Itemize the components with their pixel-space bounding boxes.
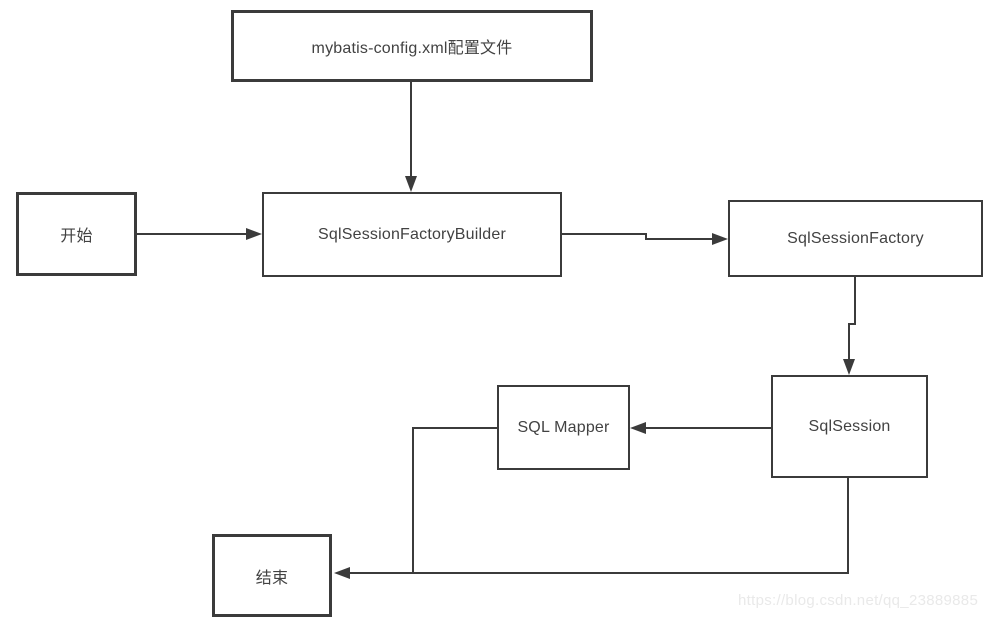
arrowhead-into-factory: [712, 233, 728, 245]
arrowhead-into-mapper: [630, 422, 646, 434]
node-sqlsessionfactorybuilder: SqlSessionFactoryBuilder: [262, 192, 562, 277]
edge-builder-to-factory: [562, 233, 716, 240]
node-label: SqlSessionFactory: [787, 229, 924, 247]
node-sqlsession: SqlSession: [771, 375, 928, 478]
arrowhead-into-builder-left: [246, 228, 262, 240]
node-end: 结束: [212, 534, 332, 617]
watermark: https://blog.csdn.net/qq_23889885: [738, 592, 979, 609]
node-label: SqlSession: [808, 417, 891, 435]
node-sqlsessionfactory: SqlSessionFactory: [728, 200, 983, 277]
edge-mapper-to-junction: [412, 427, 497, 574]
arrowhead-into-session: [843, 359, 855, 375]
node-mybatis-config-file: mybatis-config.xml配置文件: [231, 10, 593, 82]
node-sql-mapper: SQL Mapper: [497, 385, 630, 470]
node-label: SqlSessionFactoryBuilder: [318, 225, 506, 243]
node-label: 开始: [60, 228, 93, 245]
arrowhead-into-end: [334, 567, 350, 579]
arrowhead-into-builder-top: [405, 176, 417, 192]
node-label: mybatis-config.xml配置文件: [311, 40, 513, 57]
node-label: SQL Mapper: [517, 418, 610, 436]
edge-session-to-end: [348, 478, 849, 574]
node-label: 结束: [255, 569, 289, 587]
node-start: 开始: [16, 192, 137, 276]
edge-factory-to-session: [848, 277, 856, 363]
